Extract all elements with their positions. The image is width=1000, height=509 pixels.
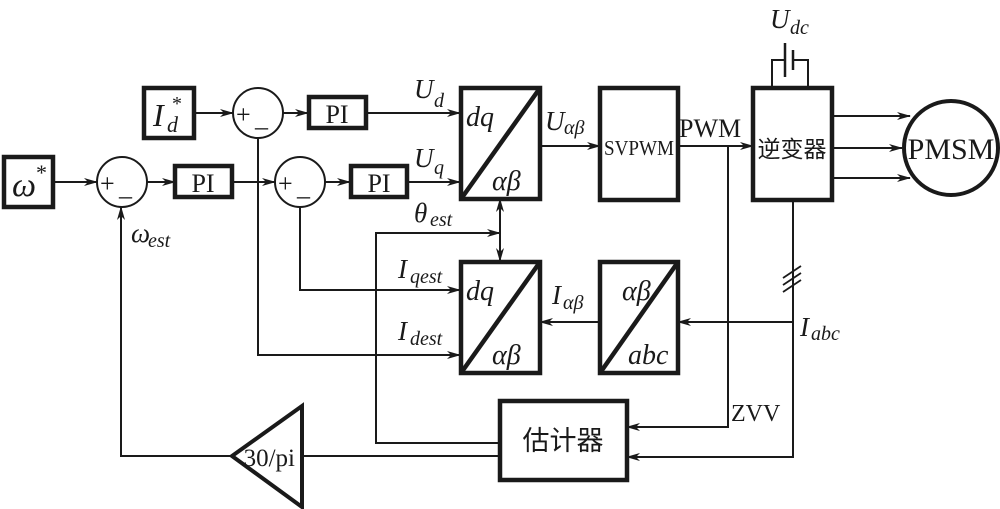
estimator-block: 估计器 — [497, 398, 630, 483]
signal-symbol: U — [414, 143, 435, 173]
signal-subscript: dest — [410, 328, 443, 350]
signal-label-zvv: ZVV — [731, 401, 781, 427]
signal-label-uq: U q — [414, 143, 444, 179]
signal-subscript: αβ — [563, 292, 583, 314]
wire-omega-est — [117, 206, 232, 457]
transform-bottom-label: αβ — [492, 166, 521, 197]
id-reference-block: I d * — [141, 85, 197, 141]
signal-subscript: d — [434, 90, 445, 112]
pi-label: PI — [191, 169, 214, 198]
inverter-label: 逆变器 — [758, 137, 827, 163]
svpwm-label: SVPWM — [604, 136, 674, 160]
signal-subscript: est — [148, 230, 171, 252]
signal-symbol: ω — [131, 218, 150, 248]
plus-sign: + — [100, 169, 115, 198]
signal-symbol: I — [397, 254, 409, 284]
signal-symbol: I — [397, 316, 409, 346]
signal-symbol: I — [551, 280, 563, 310]
signal-subscript: est — [430, 209, 453, 231]
signal-label-iabc: I abc — [799, 312, 840, 345]
transform-top-label: dq — [466, 102, 494, 133]
signal-symbol: U — [545, 106, 566, 136]
omega-ref-symbol: ω — [12, 167, 36, 204]
pmsm-label: PMSM — [908, 133, 995, 166]
id-ref-sub: d — [167, 112, 179, 137]
sum-junction-speed: + _ — [96, 156, 148, 208]
pi-label: PI — [367, 169, 390, 198]
clarke-transform-block: αβ abc — [597, 259, 681, 376]
transform-top-label: αβ — [622, 276, 651, 307]
plus-sign: + — [236, 100, 251, 129]
pi-label: PI — [325, 100, 348, 129]
signal-label-idest: I dest — [397, 316, 443, 350]
omega-ref-sup: * — [36, 160, 47, 185]
minus-sign: _ — [296, 172, 311, 201]
inverse-park-transform-block: dq αβ — [458, 85, 543, 202]
signal-label-omega-est: ω est — [131, 218, 171, 252]
minus-sign: _ — [254, 103, 269, 132]
signal-symbol: θ — [414, 198, 427, 228]
signal-subscript: qest — [410, 266, 443, 288]
estimator-label: 估计器 — [523, 426, 604, 457]
id-ref-sup: * — [172, 93, 182, 115]
pmsm-motor: PMSM — [902, 99, 1000, 197]
connections — [53, 43, 911, 461]
speed-reference-block: ω * — [1, 154, 56, 210]
id-ref-symbol: I — [152, 97, 165, 133]
svpwm-block: SVPWM — [597, 85, 681, 203]
pi-q-controller: PI — [348, 163, 410, 200]
transform-bottom-label: αβ — [492, 340, 521, 371]
signal-label-udc: U dc — [770, 4, 809, 39]
transform-top-label: dq — [466, 276, 494, 307]
signal-label-theta-est: θ est — [414, 198, 453, 231]
signal-label-iqest: I qest — [397, 254, 443, 288]
signal-symbol: U — [770, 4, 791, 34]
wire-iqest — [299, 207, 461, 294]
park-transform-block: dq αβ — [458, 259, 543, 376]
signal-symbol: U — [414, 74, 435, 104]
sum-junction-d: + _ — [232, 87, 284, 139]
dc-link-capacitor — [771, 43, 809, 88]
minus-sign: _ — [118, 172, 133, 201]
inverter-block: 逆变器 — [750, 85, 835, 203]
wire-theta-est — [375, 229, 501, 444]
wire-zvv — [626, 146, 729, 431]
pi-d-controller: PI — [306, 94, 369, 131]
signal-label-ualphabeta: U αβ — [545, 106, 584, 139]
sum-junction-q: + _ — [274, 156, 326, 208]
signal-subscript: abc — [811, 323, 840, 345]
signal-label-ialphabeta: I αβ — [551, 280, 583, 314]
signal-subscript: αβ — [564, 117, 584, 139]
pi-speed-controller: PI — [172, 163, 235, 200]
signal-label-ud: U d — [414, 74, 445, 112]
gain-label: 30/pi — [244, 445, 295, 472]
three-phase-bus-marker — [782, 265, 802, 293]
plus-sign: + — [278, 169, 293, 198]
signal-label-pwm: PWM — [679, 114, 741, 143]
signal-subscript: q — [434, 157, 444, 179]
transform-bottom-label: abc — [628, 340, 669, 371]
signal-symbol: I — [799, 312, 811, 342]
gain-block: 30/pi — [228, 402, 304, 509]
signal-subscript: dc — [790, 17, 809, 39]
wire-idest — [257, 138, 461, 359]
